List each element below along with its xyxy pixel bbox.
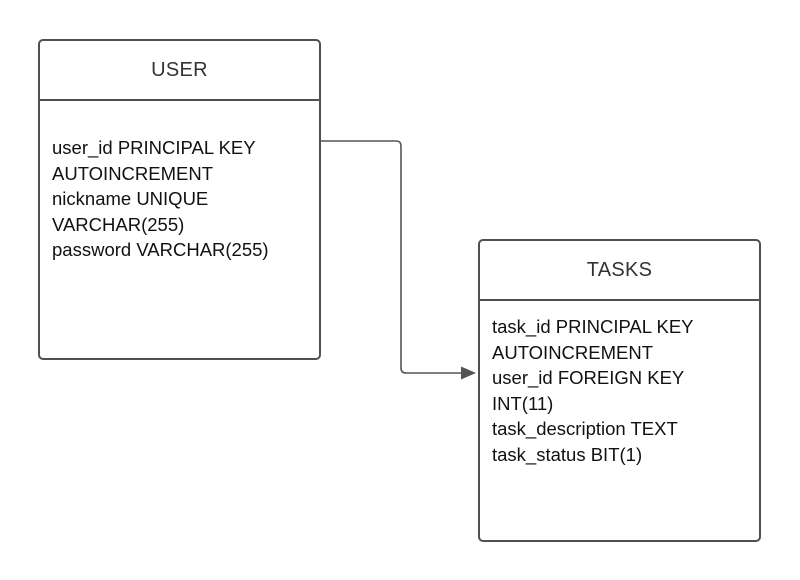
connector-line [321,140,462,374]
user-attribute-line: VARCHAR(255) [52,213,185,235]
user-entity-attributes: user_id PRINCIPAL KEY AUTOINCREMENT nick… [40,101,319,263]
tasks-attribute-line: INT(11) [492,392,554,414]
tasks-attribute-line: user_id FOREIGN KEY [492,367,685,388]
tasks-attribute-line: task_description TEXT [492,418,678,439]
tasks-entity-title: TASKS [480,241,759,301]
user-attribute-line: user_id PRINCIPAL KEY [52,137,256,158]
connector-arrowhead [461,366,476,380]
tasks-entity[interactable]: TASKS task_id PRINCIPAL KEY AUTOINCREMEN… [478,239,761,542]
tasks-attribute-line: task_id PRINCIPAL KEY [492,316,694,337]
user-entity[interactable]: USER user_id PRINCIPAL KEY AUTOINCREMENT… [38,39,321,360]
tasks-attribute-line: task_status BIT(1) [492,443,643,465]
user-attribute-line: AUTOINCREMENT [52,162,214,184]
tasks-attribute-line: AUTOINCREMENT [492,341,654,363]
user-attribute-line: nickname UNIQUE [52,188,209,209]
user-attribute-line: password VARCHAR(255) [52,239,269,260]
user-entity-title: USER [40,41,319,101]
tasks-entity-attributes: task_id PRINCIPAL KEY AUTOINCREMENT user… [480,301,759,467]
